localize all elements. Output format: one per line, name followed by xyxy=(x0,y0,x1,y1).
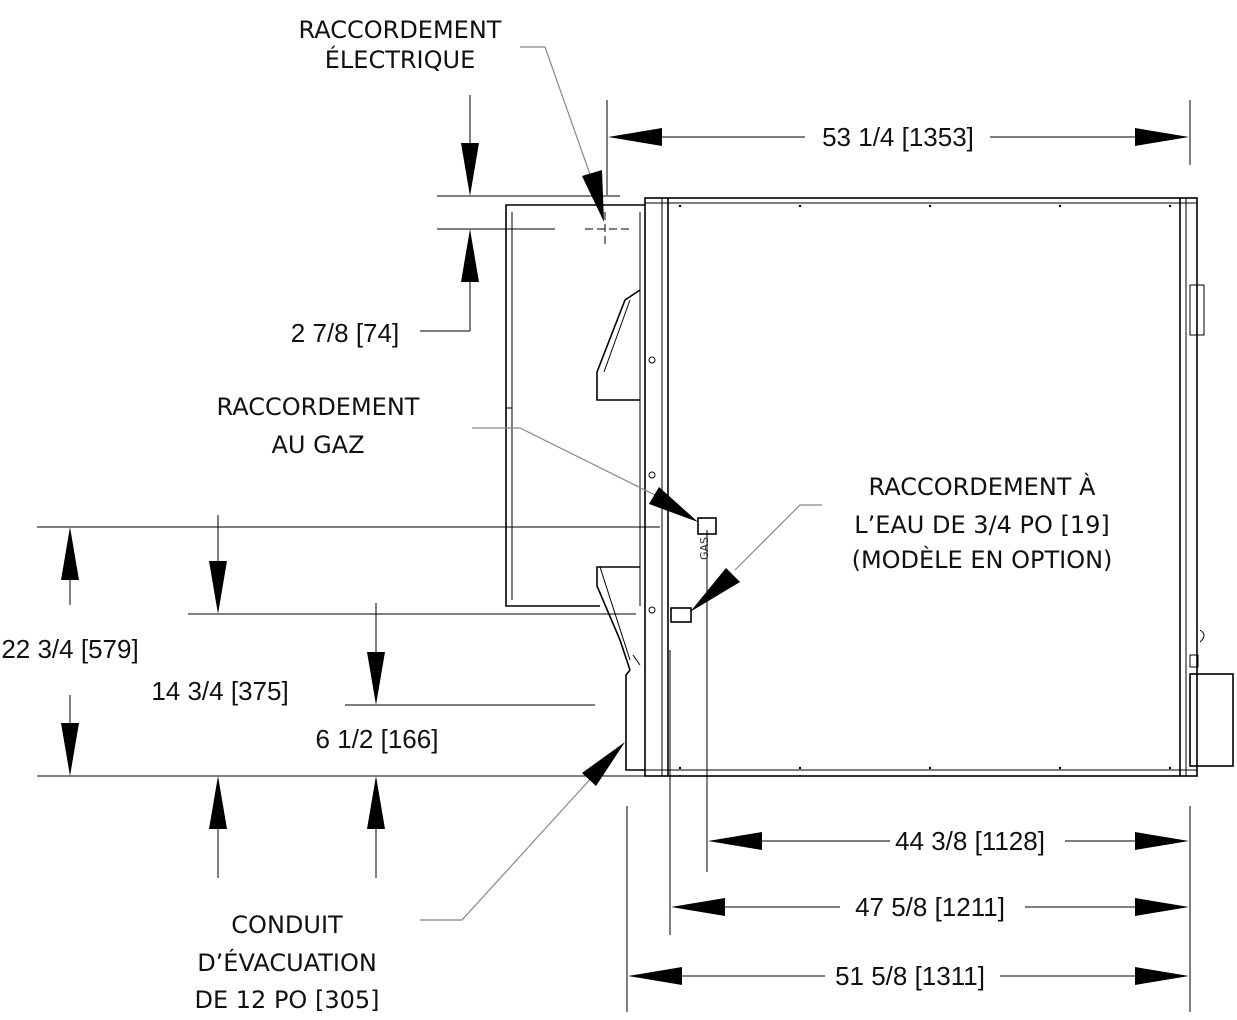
electrical-label-line2: ÉLECTRIQUE xyxy=(325,45,476,74)
water-label-line2: L’EAU DE 3/4 PO [19] xyxy=(854,511,1110,539)
water-label-line3: (MODÈLE EN OPTION) xyxy=(852,545,1113,574)
dim-bottom-44-text: 44 3/8 [1128] xyxy=(895,826,1045,856)
dim-heights: 22 3/4 [579] 14 3/4 [375] 6 1/2 [166] xyxy=(1,515,660,878)
water-connection-block xyxy=(670,607,692,623)
gas-callout: RACCORDEMENT AU GAZ xyxy=(217,393,698,522)
dim-electrical-offset-text: 2 7/8 [74] xyxy=(291,318,399,348)
flue-label-line3: DE 12 PO [305] xyxy=(195,986,380,1014)
gas-label-line1: RACCORDEMENT xyxy=(217,393,420,421)
dim-electrical-offset: 2 7/8 [74] xyxy=(291,95,620,348)
dim-height-14-text: 14 3/4 [375] xyxy=(151,676,288,706)
dim-bottom-51-text: 51 5/8 [1311] xyxy=(835,961,985,991)
electrical-label-line1: RACCORDEMENT xyxy=(299,16,502,44)
dim-height-22-text: 22 3/4 [579] xyxy=(1,634,138,664)
oven-cabinet xyxy=(644,197,1234,777)
dim-height-6-text: 6 1/2 [166] xyxy=(316,724,439,754)
flue-label-line2: D’ÉVACUATION xyxy=(197,948,377,977)
cabinet-fasteners xyxy=(648,204,1172,770)
electrical-connection-mark xyxy=(585,212,630,248)
flue-label-line1: CONDUIT xyxy=(231,911,343,939)
dim-overall-width-text: 53 1/4 [1353] xyxy=(822,122,974,152)
electrical-callout: RACCORDEMENT ÉLECTRIQUE xyxy=(299,16,604,222)
dim-bottom: 44 3/8 [1128] 47 5/8 [1211] 51 5/8 [1311… xyxy=(626,530,1191,1012)
water-label-line1: RACCORDEMENT À xyxy=(869,472,1097,501)
dim-bottom-47-text: 47 5/8 [1211] xyxy=(855,892,1005,922)
control-box xyxy=(1189,673,1234,767)
gas-marking-text: GAS xyxy=(698,537,711,560)
rear-hood xyxy=(505,204,645,771)
dim-overall-width: 53 1/4 [1353] xyxy=(606,100,1191,195)
right-rail-details xyxy=(1189,284,1205,668)
gas-label-line2: AU GAZ xyxy=(271,431,364,459)
water-callout: RACCORDEMENT À L’EAU DE 3/4 PO [19] (MOD… xyxy=(690,472,1112,612)
flue-callout: CONDUIT D’ÉVACUATION DE 12 PO [305] xyxy=(195,742,625,1014)
